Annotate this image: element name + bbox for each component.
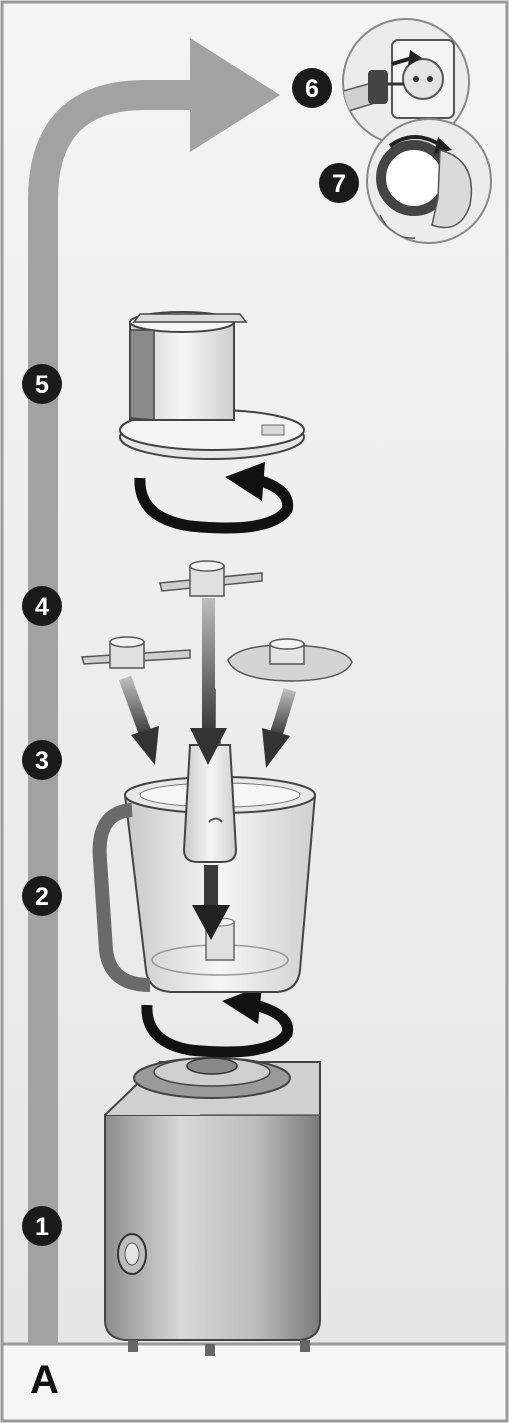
step-badge-1: 1 (22, 1206, 62, 1246)
figure-label: A (30, 1358, 59, 1403)
step-number-1: 1 (35, 1213, 49, 1241)
step-badge-6: 6 (292, 68, 332, 108)
step-number-6: 6 (305, 75, 319, 103)
step-badge-4: 4 (22, 586, 62, 626)
step-number-7: 7 (332, 170, 346, 198)
step-number-4: 4 (35, 593, 49, 621)
label-panel (2, 1344, 507, 1421)
step-number-3: 3 (35, 747, 49, 775)
step-badge-3: 3 (22, 740, 62, 780)
step-number-2: 2 (35, 883, 49, 911)
inset-turn-dial (367, 119, 491, 243)
step-badge-5: 5 (22, 364, 62, 404)
step-badge-2: 2 (22, 876, 62, 916)
step-badge-7: 7 (319, 163, 359, 203)
motor-base (105, 1058, 320, 1356)
step-number-5: 5 (35, 371, 49, 399)
